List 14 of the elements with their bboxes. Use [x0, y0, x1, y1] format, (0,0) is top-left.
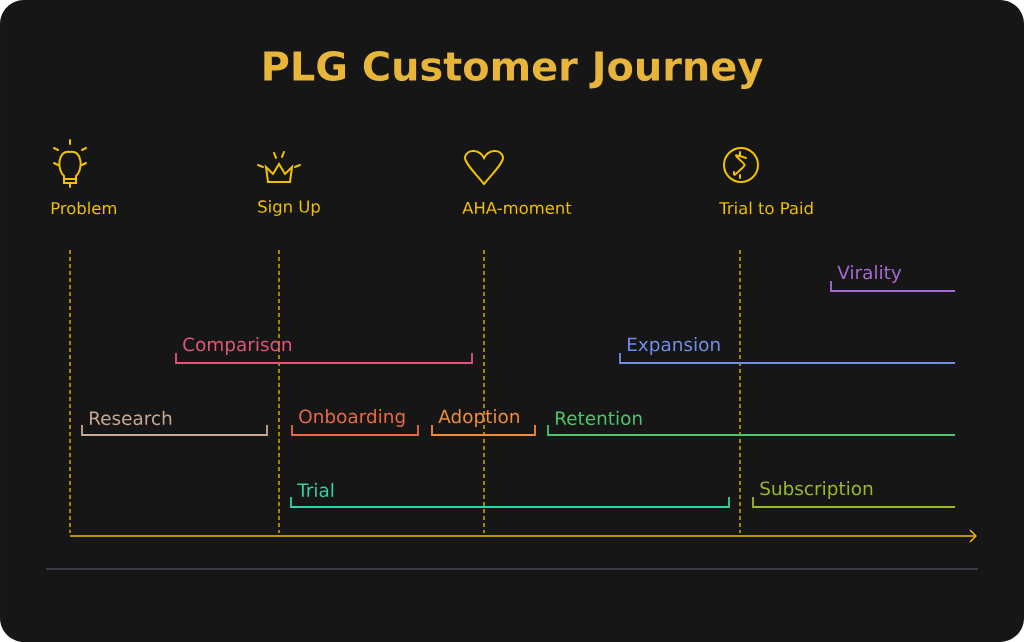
stage-label: Subscription: [760, 481, 873, 499]
milestone-label: Trial to Paid: [719, 201, 813, 215]
stage-label: Retention: [556, 410, 642, 426]
stage-label: Adoption: [438, 409, 519, 427]
stage-label: Comparison: [183, 337, 291, 355]
title: PLG Customer Journey: [264, 50, 763, 90]
stage-label: Onboarding: [299, 409, 405, 427]
milestone-label: Problem: [51, 201, 116, 215]
milestone-label: AHA-moment: [462, 201, 572, 215]
stage-label: Virality: [837, 265, 902, 283]
stage-label: Research: [90, 410, 172, 426]
milestone-label: Sign Up: [258, 200, 320, 216]
stage-label: Expansion: [628, 337, 720, 355]
stage-label: Trial: [297, 482, 334, 498]
